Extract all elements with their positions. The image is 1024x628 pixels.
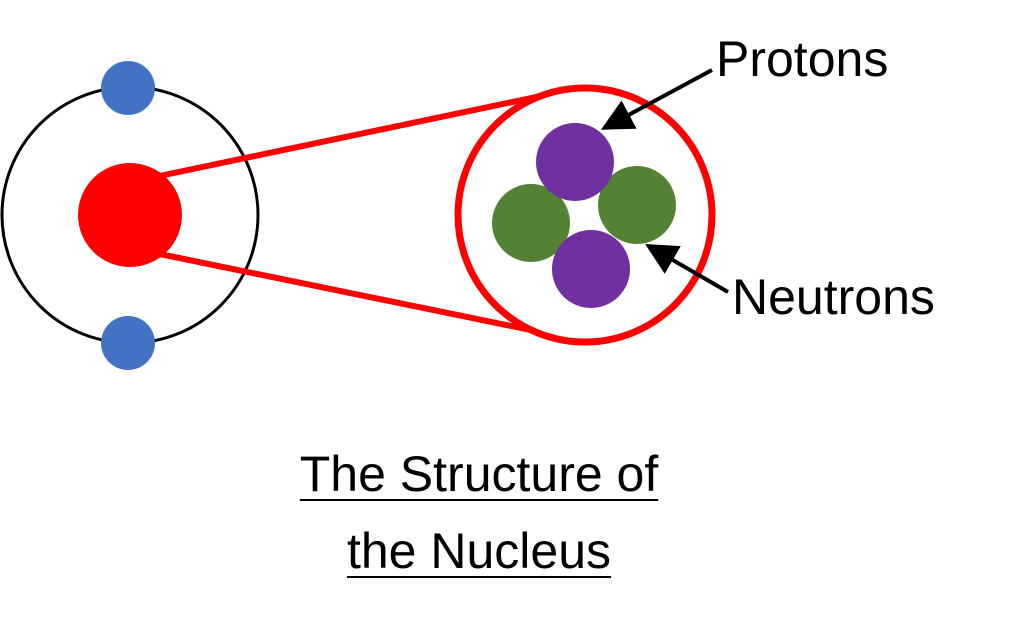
zoom-line-top	[149, 89, 561, 181]
electron-bottom	[101, 316, 155, 370]
title-line-2: the Nucleus	[346, 523, 612, 579]
neutron	[492, 184, 570, 262]
neutron	[598, 166, 676, 244]
magnified-nucleus	[454, 84, 716, 346]
protons-arrow	[600, 68, 713, 130]
protons-label: Protons	[716, 31, 889, 87]
zoom-line-bottom	[149, 249, 561, 339]
nucleus	[78, 163, 182, 267]
electron-top	[101, 61, 155, 115]
neutrons-arrow	[645, 243, 730, 294]
neutrons-label: Neutrons	[732, 269, 935, 325]
title-line-1: The Structure of	[299, 446, 659, 502]
proton	[536, 123, 614, 201]
proton	[552, 230, 630, 308]
